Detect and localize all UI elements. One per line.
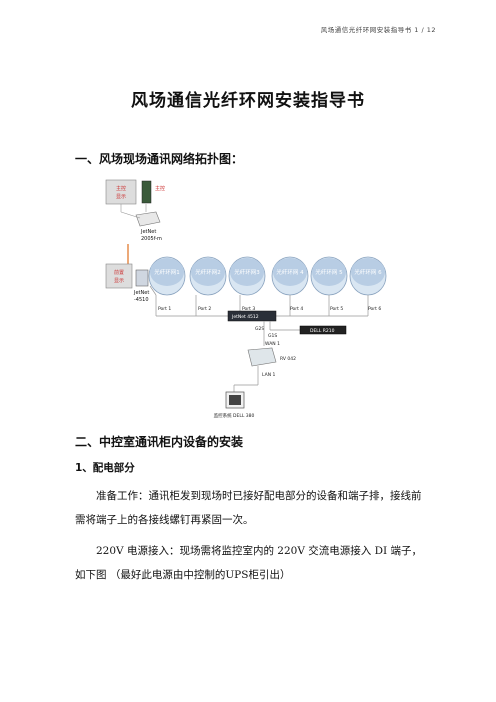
front-display-box [105, 263, 133, 289]
page-header: 风场通信光纤环网安装指导书 1 / 12 [320, 26, 436, 34]
main-display-label-2: 显示 [116, 194, 126, 200]
wan-label: WAN 1 [265, 341, 280, 347]
switch1-label-2: 2005f-m [141, 236, 162, 242]
port-3-label: Port 3 [242, 306, 255, 312]
fiber-ring-6-label: 光纤环网 6 [354, 268, 382, 276]
paragraph-power-input: 220V 电源接入：现场需将监控室内的 220V 交流电源接入 DI 端子，如下… [75, 545, 423, 581]
switch2-label-1: JetNet [133, 290, 149, 296]
dell-r210-server-icon [299, 325, 347, 335]
main-display-box [105, 179, 137, 205]
switch2-label-2: -4510 [134, 297, 149, 303]
jetnet-4510-switch-icon [135, 269, 149, 287]
fiber-ring-1-label: 光纤环网1 [154, 268, 180, 276]
fiber-ring-4-label: 光纤环网 4 [276, 268, 304, 276]
fiber-ring-2: 光纤环网2 [189, 256, 227, 296]
main-server-label: 主控 [155, 185, 165, 192]
front-display-label-2: 显示 [114, 278, 124, 284]
fiber-ring-3: 光纤环网3 [228, 256, 266, 296]
main-display-label-1: 主控 [116, 185, 126, 192]
main-server-icon [141, 180, 152, 204]
section-1-heading: 一、风场现场通讯网络拓扑图： [75, 152, 244, 166]
core-switch-label: JetNet 4512 [231, 314, 259, 320]
fiber-ring-5: 光纤环网 5 [310, 256, 348, 296]
page-title: 风场通信光纤环网安装指导书 [131, 91, 365, 111]
port-5-label: Port 5 [330, 306, 343, 312]
jetnet-2005-switch-icon [135, 211, 161, 227]
fiber-rings: 光纤环网1 光纤环网2 光纤环网3 光纤环网 4 光纤环网 5 光纤环网 6 [148, 256, 387, 296]
svg-text:JetNet-4510: JetNet-4510 [133, 290, 149, 303]
svg-text:前置显示: 前置显示 [114, 269, 124, 284]
port-2-label: Port 2 [198, 306, 211, 312]
paragraph-preparation: 准备工作：通讯柜发到现场时已接好配电部分的设备和端子排，接线前需将端子上的各接线… [75, 490, 422, 526]
pc-label: 监控系统 DELL 380 [214, 412, 255, 419]
fiber-ring-5-label: 光纤环网 5 [315, 268, 343, 276]
section-2-heading: 二、中控室通讯柜内设备的安装 [75, 435, 244, 449]
fiber-ring-3-label: 光纤环网3 [234, 268, 260, 276]
core-switch-icon [227, 310, 277, 322]
fiber-ring-6: 光纤环网 6 [349, 256, 387, 296]
fiber-ring-2-label: 光纤环网2 [195, 268, 221, 276]
g2s-label: G2S [255, 326, 264, 332]
port-6-label: Port 6 [368, 306, 381, 312]
subsection-1-heading: 1、配电部分 [75, 462, 135, 474]
server-label: DELL R210 [310, 328, 335, 334]
g1s-label: G1S [268, 333, 277, 339]
fiber-ring-4: 光纤环网 4 [271, 256, 309, 296]
rv042-router-icon [247, 347, 277, 367]
router-label: RV 042 [280, 356, 296, 362]
port-1-label: Port 1 [158, 306, 171, 312]
port-4-label: Port 4 [290, 306, 303, 312]
switch1-label-1: JetNet [140, 229, 156, 235]
fiber-ring-1: 光纤环网1 [148, 256, 186, 296]
front-display-label-1: 前置 [114, 269, 124, 276]
lan-label: LAN 1 [262, 372, 275, 378]
svg-text:主控显示: 主控显示 [116, 185, 126, 200]
